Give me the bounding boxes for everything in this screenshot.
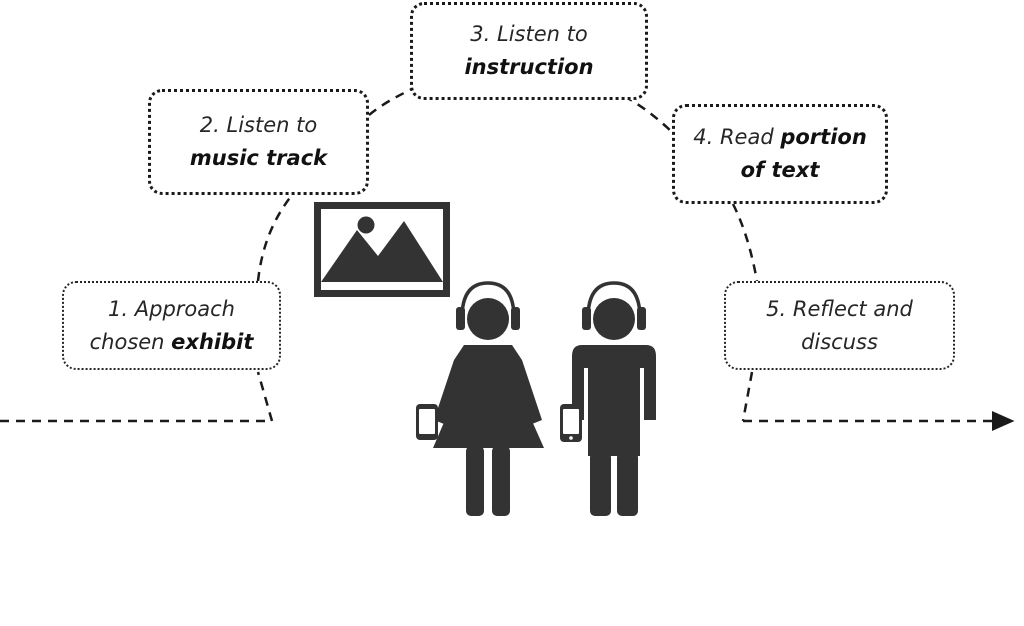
framed-picture-icon <box>314 202 450 297</box>
step-1-approach-exhibit: 1. Approach chosen exhibit <box>62 281 281 370</box>
headphones-icon <box>460 281 516 319</box>
step-4-keyword: portion <box>780 125 867 149</box>
phone-icon <box>560 404 582 442</box>
step-5-reflect-discuss: 5. Reflect and discuss <box>724 281 955 370</box>
step-3-line-1: 3. Listen to <box>470 18 587 51</box>
fall-segment-4-5 <box>731 203 759 282</box>
phone-icon <box>416 404 438 440</box>
step-1-keyword: exhibit <box>171 329 254 354</box>
arc-segment-3-4 <box>623 94 673 133</box>
step-4-line-1: 4. Read portion <box>693 121 867 154</box>
step-1-line-1: 1. Approach <box>108 293 235 326</box>
rise-segment-2 <box>256 194 293 282</box>
step-3-keyword: instruction <box>464 55 594 79</box>
step-3-text: Listen to <box>497 22 588 46</box>
rise-segment-1 <box>256 371 274 422</box>
step-5-number: 5. <box>766 296 787 321</box>
step-4-read-text: 4. Read portion of text <box>672 104 888 204</box>
step-2-number: 2. <box>199 113 220 137</box>
arc-segment-2-3 <box>368 86 415 116</box>
step-2-line-2: music track <box>190 142 327 175</box>
step-4-keyword-2: of text <box>740 158 820 182</box>
step-1-number: 1. <box>108 296 129 321</box>
step-5-text-2: discuss <box>801 329 878 354</box>
step-2-line-1: 2. Listen to <box>200 109 317 142</box>
step-2-listen-music: 2. Listen to music track <box>148 89 369 195</box>
step-2-keyword: music track <box>189 146 328 170</box>
step-4-line-2: of text <box>741 154 820 187</box>
step-2-text: Listen to <box>226 113 318 137</box>
step-1-text-2: chosen <box>89 329 172 354</box>
fall-segment-5 <box>741 371 754 422</box>
step-5-line-2: discuss <box>801 326 878 359</box>
woman-with-headphones-and-phone-icon <box>416 281 544 516</box>
step-3-listen-instruction: 3. Listen to instruction <box>410 2 648 100</box>
step-4-text: Read <box>719 125 781 149</box>
step-1-text: Approach <box>134 296 235 321</box>
step-5-text: Reflect and <box>792 296 913 321</box>
man-with-headphones-and-phone-icon <box>560 281 656 516</box>
step-3-number: 3. <box>470 22 491 46</box>
headphones-icon <box>586 281 642 319</box>
step-5-line-1: 5. Reflect and <box>766 293 913 326</box>
step-4-number: 4. <box>693 125 714 149</box>
step-1-line-2: chosen exhibit <box>90 326 254 359</box>
step-3-line-2: instruction <box>464 51 593 84</box>
